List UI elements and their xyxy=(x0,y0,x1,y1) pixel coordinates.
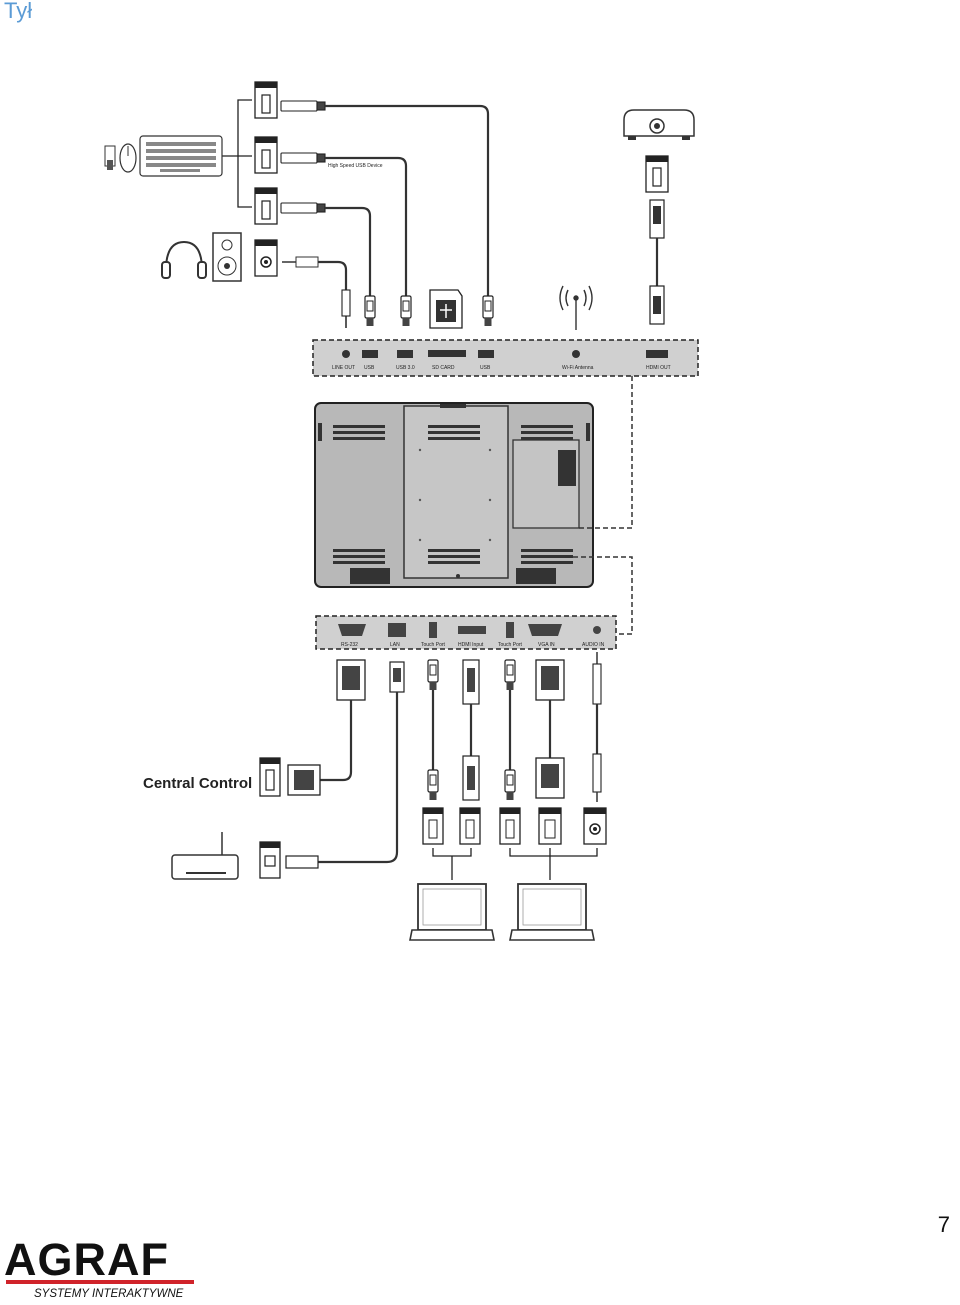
page-number: 7 xyxy=(937,1212,950,1237)
laptop-icon-1 xyxy=(409,883,495,941)
projector-icon xyxy=(623,109,695,140)
usb-device-label: High Speed USB Device xyxy=(328,163,383,169)
headphones-icon xyxy=(161,240,207,279)
svg-text:USB 3.0: USB 3.0 xyxy=(396,365,415,371)
usb-bracket xyxy=(222,99,252,208)
page-heading: Tył xyxy=(4,0,33,23)
usb-port-box-3 xyxy=(254,187,278,225)
logo-underline xyxy=(6,1280,194,1284)
dashed-connectors xyxy=(565,376,633,635)
audio-port-box-laptop2 xyxy=(583,807,607,845)
svg-text:USB: USB xyxy=(480,365,491,371)
bottom-cables xyxy=(285,652,602,869)
laptop-brackets xyxy=(432,848,598,880)
bottom-panel-port-labels: RS-232 LAN Touch Port HDMI Input Touch P… xyxy=(341,642,605,648)
rs232-port-box xyxy=(259,757,281,797)
usb-port-box-laptop1 xyxy=(422,807,444,845)
usb-port-box-laptop2 xyxy=(499,807,521,845)
top-port-panel: LINE OUT USB USB 3.0 SD CARD USB Wi-Fi A… xyxy=(312,339,699,377)
top-vertical-plugs xyxy=(341,289,494,328)
svg-text:Wi-Fi Antenna: Wi-Fi Antenna xyxy=(562,365,594,371)
router-icon xyxy=(171,832,239,880)
svg-text:LINE OUT: LINE OUT xyxy=(332,365,355,371)
svg-text:VGA IN: VGA IN xyxy=(538,642,555,648)
speaker-icon xyxy=(212,232,242,282)
laptop-icon-2 xyxy=(509,883,595,941)
lan-port-box xyxy=(259,841,281,879)
svg-text:USB: USB xyxy=(364,365,375,371)
logo-tagline: SYSTEMY INTERAKTYWNE xyxy=(34,1288,184,1300)
vga-port-box-laptop2 xyxy=(538,807,562,845)
bottom-port-panel: RS-232 LAN Touch Port HDMI Input Touch P… xyxy=(315,615,617,650)
hdmi-port-box-laptop1 xyxy=(459,807,481,845)
agraf-logo: AGRAF SYSTEMY INTERAKTYWNE xyxy=(4,1234,194,1302)
display-back-panel xyxy=(314,402,594,588)
svg-text:HDMI Input: HDMI Input xyxy=(458,642,484,648)
svg-text:RS-232: RS-232 xyxy=(341,642,358,648)
svg-text:Touch Port: Touch Port xyxy=(421,642,446,648)
wifi-antenna-icon xyxy=(559,285,593,330)
svg-text:HDMI OUT: HDMI OUT xyxy=(646,365,671,371)
audio-port-box-top xyxy=(254,239,278,277)
logo-wordmark: AGRAF xyxy=(4,1234,169,1285)
usb-port-box-1 xyxy=(254,81,278,119)
svg-text:SD CARD: SD CARD xyxy=(432,365,455,371)
device-port-boxes xyxy=(422,807,607,845)
svg-text:Touch Port: Touch Port xyxy=(498,642,523,648)
hdmi-port-box-projector xyxy=(645,155,669,193)
usb-port-box-2 xyxy=(254,136,278,174)
usb-plugs-horizontal xyxy=(280,100,326,214)
central-control-label: Central Control xyxy=(143,775,252,792)
svg-text:LAN: LAN xyxy=(390,642,400,648)
top-panel-port-labels: LINE OUT USB USB 3.0 SD CARD USB Wi-Fi A… xyxy=(332,365,671,371)
audio-jack-horizontal xyxy=(282,256,348,290)
svg-text:AUDIO IN: AUDIO IN xyxy=(582,642,605,648)
sd-card-icon xyxy=(429,289,463,329)
usb-cables xyxy=(325,104,490,296)
hdmi-cable-projector xyxy=(649,199,665,325)
keyboard-mouse-icon xyxy=(104,135,223,177)
